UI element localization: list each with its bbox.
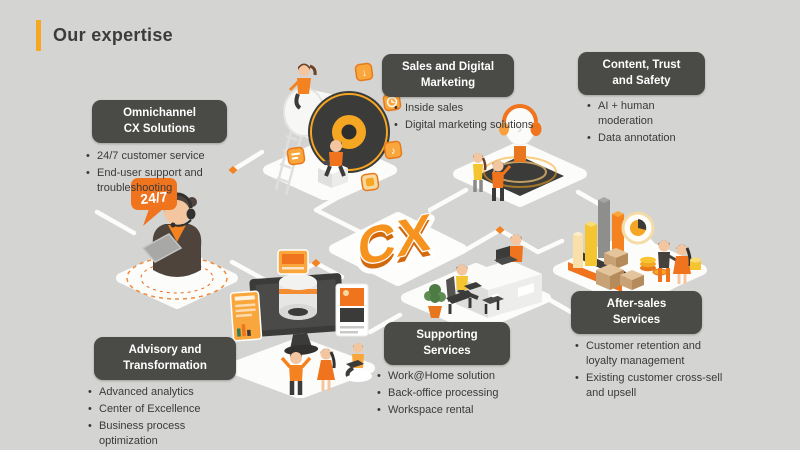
bullet-list-sales-marketing: Inside sales Digital marketing solutions: [394, 101, 534, 135]
lens-cylinder-icon: [279, 274, 317, 320]
bullet-item: Center of Excellence: [88, 402, 238, 417]
megaphone-marketing-illustration: ↓ ♪: [263, 62, 403, 200]
bullet-list-omnichannel: 24/7 customer service End-user support a…: [86, 149, 226, 198]
bullet-item: Inside sales: [394, 101, 534, 116]
connector-node-icon: [228, 166, 505, 267]
megaphone-disc-icon: [308, 91, 390, 173]
bullet-item: Advanced analytics: [88, 385, 238, 400]
bullet-item: Existing customer cross-sell and upsell: [575, 371, 725, 401]
person-orange-dress: [317, 348, 336, 391]
magnifier-pie-icon: [621, 211, 659, 251]
bullet-item: Workspace rental: [377, 403, 537, 418]
person-sitting-cube: [318, 140, 348, 188]
bullet-item: 24/7 customer service: [86, 149, 226, 164]
section-title-supporting-services: Supporting Services: [384, 322, 510, 365]
page-title: Our expertise: [53, 25, 173, 45]
section-title-sales-marketing: Sales and Digital Marketing: [382, 54, 514, 97]
bullet-item: Digital marketing solutions: [394, 118, 534, 133]
dashboard-card-right: [335, 283, 369, 337]
ai-moderation-illustration: [453, 104, 587, 207]
bullet-item: End-user support and troubleshooting: [86, 166, 226, 196]
bullet-list-advisory-transformation: Advanced analytics Center of Excellence …: [88, 385, 238, 450]
message-icon: [286, 146, 306, 166]
bullet-list-after-sales: Customer retention and loyalty managemen…: [575, 339, 725, 402]
plant-icon: [424, 284, 446, 318]
app-tile-icon: [360, 172, 380, 192]
bullet-item: Back-office processing: [377, 386, 537, 401]
bullet-item: Data annotation: [587, 131, 707, 146]
dashboard-card-top: [277, 249, 309, 275]
bullet-list-content-trust-safety: AI + human moderation Data annotation: [587, 99, 707, 148]
dashboard-card-left: [229, 290, 263, 342]
cardboard-boxes-icon: [596, 248, 644, 290]
cylinder-icon: [690, 257, 701, 270]
bullet-list-supporting-services: Work@Home solution Back-office processin…: [377, 369, 537, 420]
section-title-after-sales: After-sales Services: [571, 291, 702, 334]
page-header: Our expertise: [36, 20, 173, 51]
svg-text:♪: ♪: [390, 146, 396, 158]
svg-text:↓: ↓: [361, 68, 367, 80]
after-sales-illustration: [553, 197, 707, 307]
bullet-item: AI + human moderation: [587, 99, 707, 129]
cx-logo: CX CX: [329, 201, 467, 289]
office-desk-illustration: [401, 234, 551, 333]
person-sitting-laptop: [446, 264, 482, 314]
stool-icon: [482, 293, 504, 314]
person-salesman: [658, 240, 677, 282]
bullet-item: Customer retention and loyalty managemen…: [575, 339, 725, 369]
person-arms-raised: [280, 352, 312, 395]
person-observer-female: [473, 153, 487, 192]
bullet-item: Business process optimization: [88, 419, 238, 449]
music-note-icon: ♪: [383, 140, 403, 160]
download-icon: ↓: [354, 62, 374, 82]
person-observer-male: [492, 160, 512, 201]
accent-bar: [36, 20, 41, 51]
section-title-omnichannel: Omnichannel CX Solutions: [92, 100, 227, 143]
bullet-item: Work@Home solution: [377, 369, 537, 384]
person-at-desk: [494, 234, 523, 265]
analytics-dashboards-illustration: [225, 249, 375, 398]
section-title-content-trust-safety: Content, Trust and Safety: [578, 52, 705, 95]
person-laptop-sitting: [344, 343, 372, 382]
person-on-megaphone: [288, 63, 317, 110]
section-title-advisory-transformation: Advisory and Transformation: [94, 337, 236, 380]
